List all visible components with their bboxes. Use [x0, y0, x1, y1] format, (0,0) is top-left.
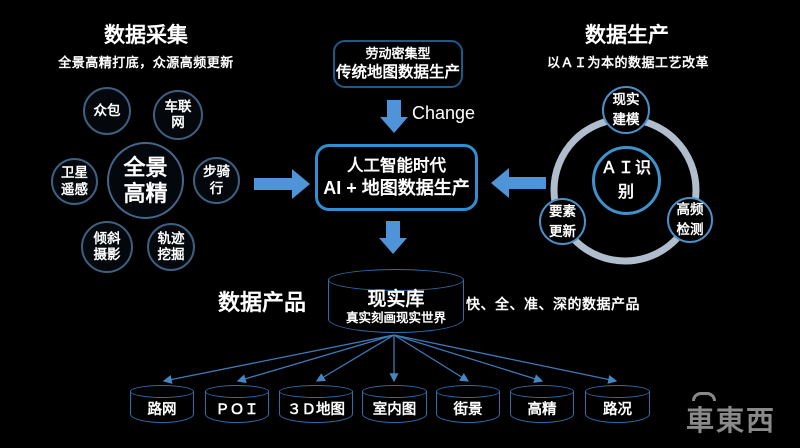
traditional-production-box: 劳动密集型 传统地图数据生产 [333, 40, 463, 88]
product-label: 室内图 [372, 402, 417, 418]
box-line: 人工智能时代 [347, 156, 446, 175]
collection-title: 数据采集 [104, 24, 188, 47]
cylinder-top [362, 385, 427, 398]
product-cylinder-indoor-map: 室内图 [362, 385, 427, 423]
bubble-label: 轨迹 [157, 230, 185, 246]
product-label: 路况 [603, 402, 632, 418]
bubble-crowdsourcing: 众包 [83, 87, 131, 135]
product-label: 高精 [527, 402, 557, 418]
arrow-left-icon [491, 168, 546, 198]
satellite-reality-modeling: 现实建模 [602, 86, 650, 134]
products-tagline: 快、全、准、深的数据产品 [466, 296, 640, 312]
satellite-label: 建模 [612, 112, 640, 127]
bubble-trajectory-mining: 轨迹挖掘 [147, 223, 195, 271]
product-label: ＰＯＩ [215, 402, 259, 418]
products-label: 数据产品 [218, 290, 307, 315]
bubble-label: 遥感 [61, 181, 88, 197]
production-title: 数据生产 [585, 24, 669, 47]
cylinder-top [205, 385, 269, 398]
ai-production-box: 人工智能时代 AI + 地图数据生产 [315, 144, 478, 211]
product-cylinder-street-view: 街景 [436, 385, 500, 423]
circle-label: ＡＩ识 [600, 159, 652, 177]
satellite-label: 高频 [676, 202, 704, 218]
cylinder-top [328, 269, 464, 291]
satellite-label: 要素 [549, 203, 576, 219]
arrow-down-db-icon [379, 221, 407, 254]
circle-label: 别 [617, 183, 635, 201]
bubble-label: 卫星 [61, 165, 88, 181]
watermark-arc-icon [692, 392, 716, 401]
cylinder-top [436, 385, 500, 398]
bubble-label: 摄影 [93, 247, 121, 262]
product-cylinder-poi: ＰＯＩ [205, 385, 269, 423]
bubble-label: 挖掘 [157, 247, 185, 262]
product-label: 路网 [147, 402, 177, 418]
fan-lines [162, 334, 618, 384]
bubble-satellite-remote-sensing: 卫星遥感 [51, 158, 98, 205]
product-cylinder-road-network: 路网 [130, 385, 194, 423]
bubble-label: 众包 [93, 102, 121, 118]
product-label: ３Ｄ地图 [287, 402, 345, 418]
box-line: AI + 地图数据生产 [323, 177, 470, 198]
bubble-oblique-photography: 倾斜摄影 [81, 221, 133, 273]
bubble-panoramic-hd: 全景高精 [107, 142, 184, 219]
satellite-label: 更新 [549, 223, 576, 239]
arrow-right-icon [254, 169, 310, 199]
reality-database-cylinder: 现实库 真实刻画现实世界 [328, 269, 464, 333]
change-label: Change [412, 103, 476, 123]
satellite-element-update: 要素更新 [539, 198, 586, 245]
arrow-down-change-icon [380, 100, 408, 133]
cylinder-top [585, 385, 650, 398]
cylinder-top [279, 385, 353, 398]
watermark-logo: 車東西 [686, 405, 777, 436]
product-label: 街景 [453, 402, 483, 418]
bubble-label: 车联 [164, 98, 192, 114]
satellite-label: 检测 [676, 222, 704, 237]
bubble-label: 行 [209, 180, 224, 196]
bubble-label: 网 [171, 115, 185, 130]
production-subtitle: 以ＡＩ为本的数据工艺改革 [546, 55, 709, 70]
bubble-connected-vehicles: 车联网 [153, 90, 203, 140]
bubble-label: 全景 [123, 155, 168, 181]
box-line: 传统地图数据生产 [335, 63, 460, 81]
product-cylinder-3d-map: ３Ｄ地图 [279, 385, 353, 423]
cylinder-top [510, 385, 574, 398]
cylinder-top [130, 385, 194, 398]
product-cylinder-hd: 高精 [510, 385, 574, 423]
database-title: 现实库 [367, 289, 425, 310]
satellite-label: 现实 [612, 92, 640, 108]
ai-recognition-circle: ＡＩ识别 [592, 146, 661, 215]
satellite-high-frequency-detection: 高频检测 [667, 197, 713, 243]
database-subtitle: 真实刻画现实世界 [345, 311, 446, 325]
box-line: 劳动密集型 [365, 46, 431, 62]
product-cylinder-traffic: 路况 [585, 385, 650, 423]
bubble-label: 倾斜 [93, 230, 121, 246]
collection-subtitle: 全景高精打底，众源高频更新 [58, 55, 234, 70]
bubble-label: 高精 [123, 180, 168, 206]
bubble-label: 步骑 [203, 164, 230, 180]
bubble-walk-bike: 步骑行 [193, 157, 240, 204]
